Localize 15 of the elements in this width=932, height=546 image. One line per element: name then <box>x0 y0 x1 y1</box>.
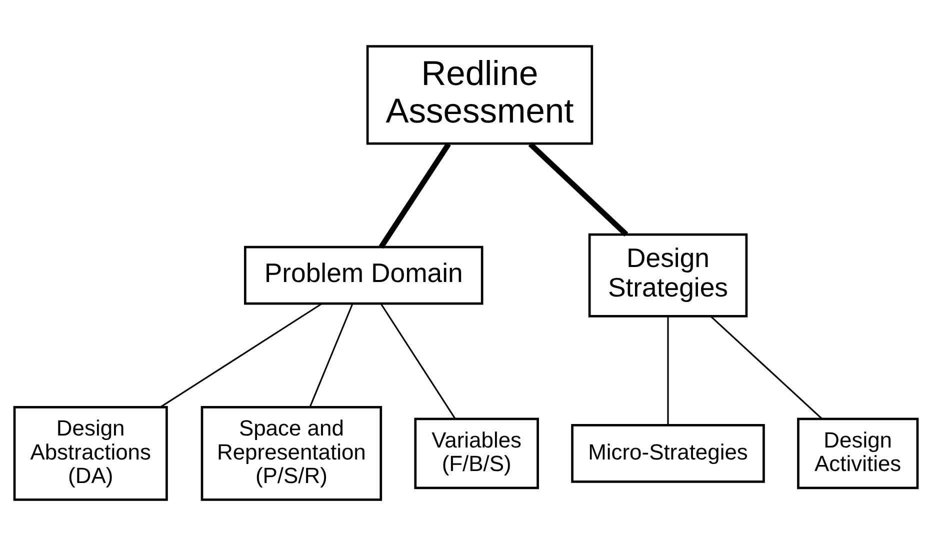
connector <box>160 303 322 408</box>
node-box: Design Abstractions (DA) <box>13 406 168 501</box>
node-box: Micro-Strategies <box>571 424 765 483</box>
connector <box>667 316 669 425</box>
connector <box>528 142 628 237</box>
node-box: Space and Representation (P/S/R) <box>200 406 382 501</box>
node-box: Design Activities <box>797 418 919 490</box>
connector <box>378 142 451 249</box>
node-box: Redline Assessment <box>366 45 594 145</box>
node-box: Design Strategies <box>588 233 748 318</box>
node-box: Problem Domain <box>244 246 484 305</box>
node-box: Variables (F/B/S) <box>414 418 539 490</box>
connector <box>380 304 456 420</box>
connector <box>710 316 822 420</box>
connector <box>309 304 354 408</box>
